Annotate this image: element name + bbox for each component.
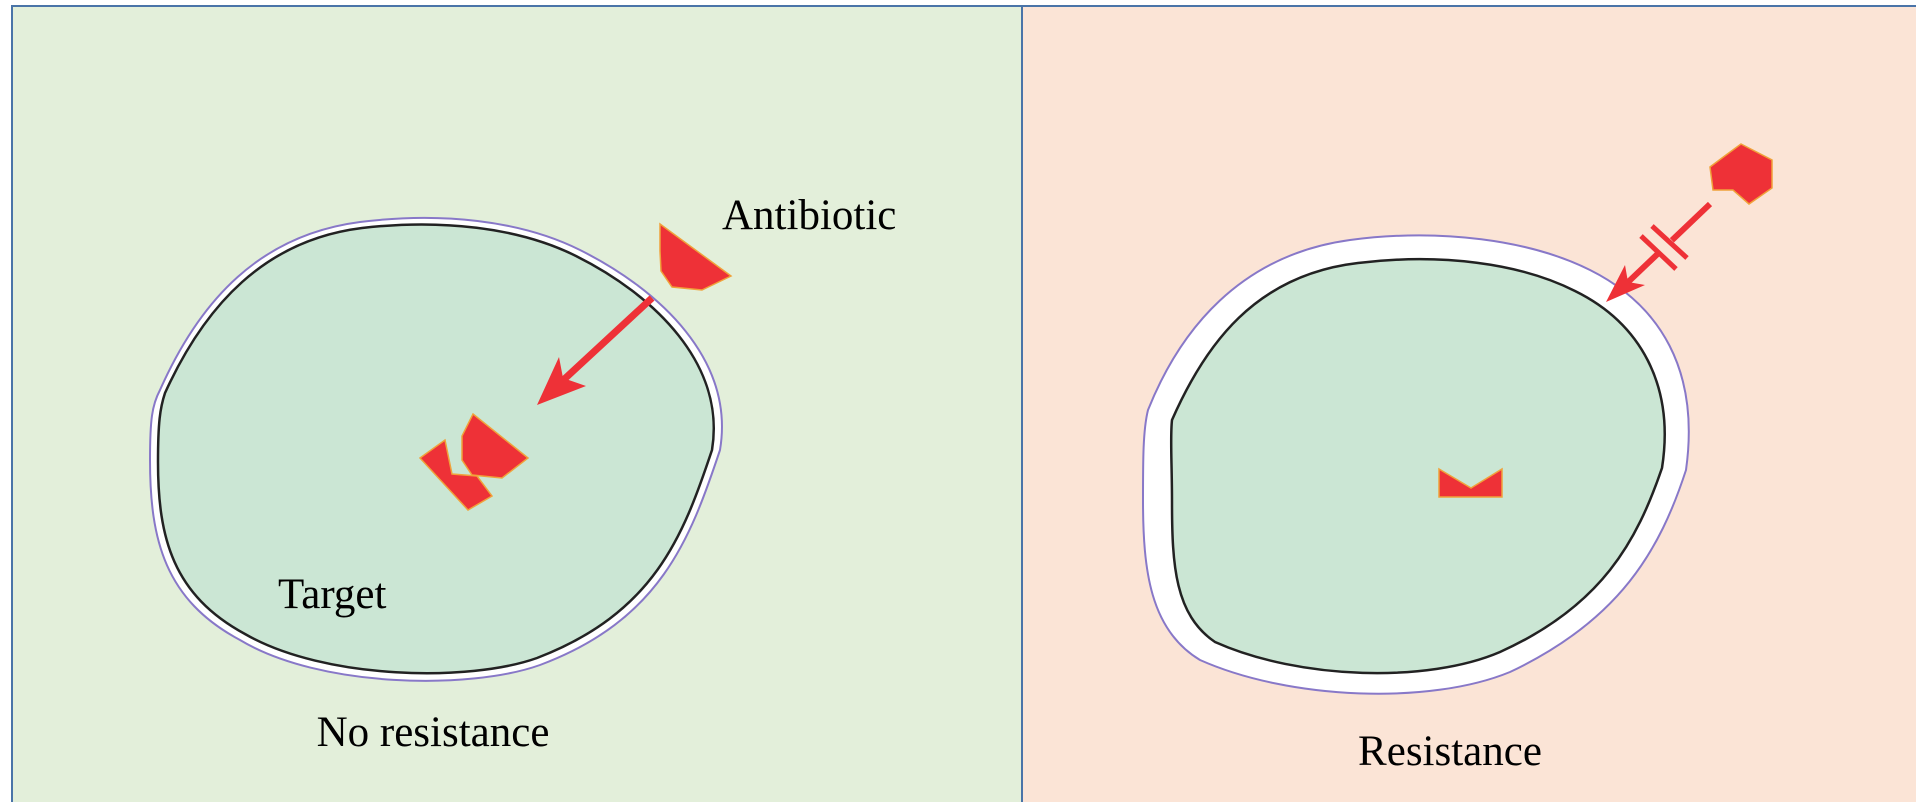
antibiotic-label: Antibiotic [722, 192, 896, 239]
no-resistance-caption: No resistance [317, 709, 550, 756]
resistance-caption: Resistance [1358, 728, 1542, 775]
panel-resistance: Resistance [1022, 6, 1916, 802]
target-label: Target [278, 571, 386, 618]
panel-no-resistance: Antibiotic Target No resistance [12, 6, 1022, 802]
